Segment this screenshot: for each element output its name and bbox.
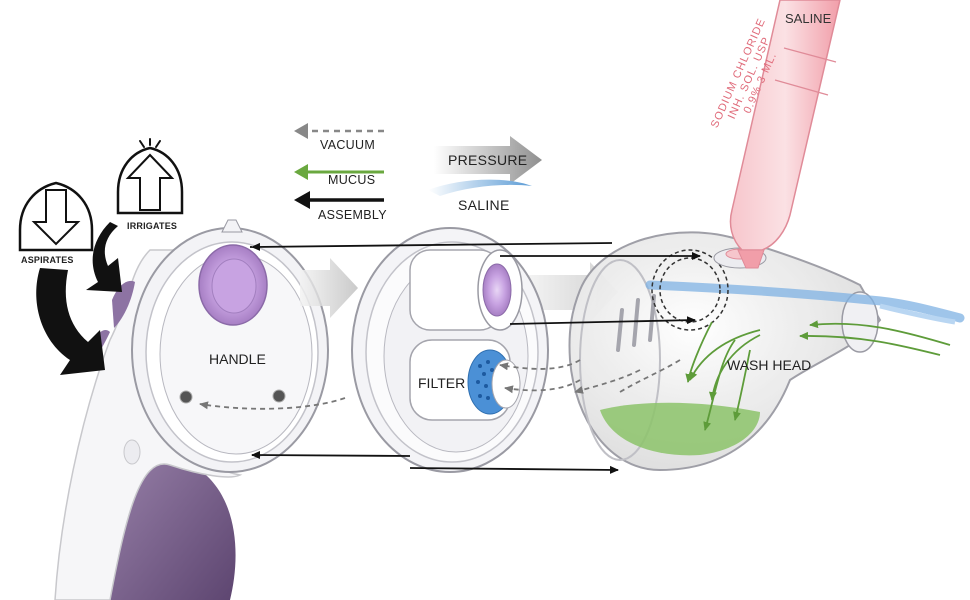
aspirates-label: ASPIRATES (21, 255, 74, 265)
legend-mucus-arrow (294, 164, 384, 180)
vial-saline-label: SALINE (785, 11, 832, 26)
irrigates-curved-arrow (86, 222, 122, 292)
wash-head-label: WASH HEAD (727, 357, 812, 373)
filter-part (351, 227, 549, 473)
legend-pressure-label: PRESSURE (448, 152, 528, 168)
legend-mucus-label: MUCUS (328, 173, 376, 187)
irrigates-label: IRRIGATES (127, 221, 178, 231)
pressure-flow-arrow-1 (300, 258, 358, 318)
legend-vacuum-arrow (294, 123, 384, 139)
handle-face (131, 219, 329, 473)
legend (294, 123, 542, 209)
assembly-arrows (250, 242, 701, 474)
handle-label: HANDLE (209, 351, 266, 367)
saline-vial (729, 0, 841, 269)
legend-assembly-arrow (294, 191, 384, 209)
wash-head-part (568, 231, 965, 472)
legend-pressure-arrow (434, 136, 542, 184)
filter-label: FILTER (418, 375, 466, 391)
aspirates-curved-arrow (36, 268, 105, 375)
vacuum-flow-arrows (199, 359, 681, 410)
legend-saline-label: SALINE (458, 197, 510, 213)
irrigates-icon (116, 138, 184, 215)
mucus-flow-arrows (685, 320, 951, 431)
aspirates-icon (18, 181, 94, 252)
legend-assembly-label: ASSEMBLY (318, 208, 387, 222)
legend-saline-swoosh (428, 179, 532, 196)
legend-vacuum-label: VACUUM (320, 138, 376, 152)
